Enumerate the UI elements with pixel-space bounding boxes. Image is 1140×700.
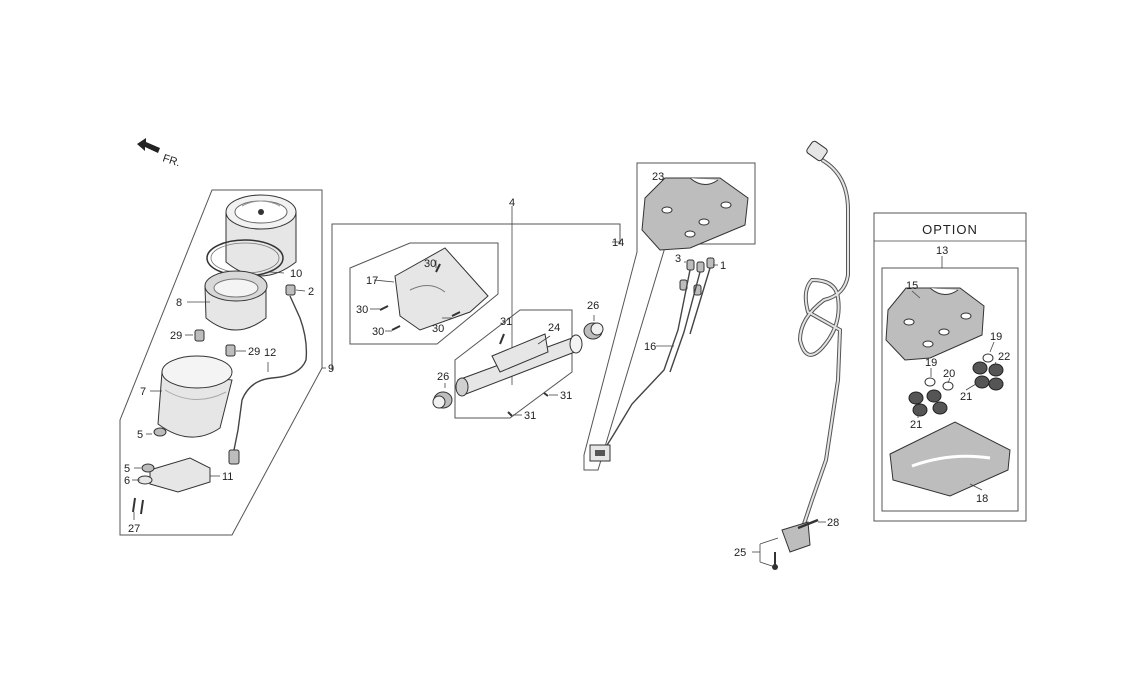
callout-29-right: 29 xyxy=(248,346,260,358)
bulb-socket xyxy=(285,284,296,296)
callout-30-right: 30 xyxy=(432,323,444,335)
callout-1: 1 xyxy=(720,260,726,272)
callout-14: 14 xyxy=(612,237,624,249)
callout-21-left: 21 xyxy=(910,419,922,431)
option-kit-frame xyxy=(881,267,1019,512)
option-top-cover xyxy=(885,287,985,361)
bracket-bottom-frame xyxy=(454,309,573,419)
option-title: OPTION xyxy=(922,222,978,237)
callout-8: 8 xyxy=(176,297,182,309)
callout-2: 2 xyxy=(308,286,314,298)
callout-28: 28 xyxy=(827,517,839,529)
callout-5-lower: 5 xyxy=(124,463,130,475)
option-bracket xyxy=(889,421,1011,497)
option-grommets xyxy=(908,353,1004,417)
callout-26-left: 26 xyxy=(437,371,449,383)
speedometer-cable xyxy=(797,140,850,531)
bolts-30 xyxy=(379,263,461,331)
callout-29-left: 29 xyxy=(170,330,182,342)
callout-9: 9 xyxy=(328,363,334,375)
speedometer-case xyxy=(204,270,268,331)
end-cap-right xyxy=(583,322,604,340)
end-cap-left xyxy=(432,391,453,409)
callout-31-bottom: 31 xyxy=(524,410,536,422)
front-direction-label: FR. xyxy=(161,152,182,169)
front-direction-arrow: FR. xyxy=(137,138,182,169)
callout-31-right: 31 xyxy=(560,390,572,402)
indicator-sockets xyxy=(679,257,715,296)
meter-stay-bracket xyxy=(149,457,211,493)
speedometer-group-frame xyxy=(119,189,323,536)
callout-17: 17 xyxy=(366,275,378,287)
callout-13: 13 xyxy=(936,245,948,257)
callout-26-right: 26 xyxy=(587,300,599,312)
callout-labels: 10 2 8 29 29 12 9 7 5 5 6 11 27 4 30 17 … xyxy=(124,171,1010,559)
meter-wire-harness xyxy=(233,295,308,451)
callout-30-left: 30 xyxy=(356,304,368,316)
callout-20: 20 xyxy=(943,368,955,380)
callout-6: 6 xyxy=(124,475,130,487)
callout-10: 10 xyxy=(290,268,302,280)
callout-18: 18 xyxy=(976,493,988,505)
callout-19-right: 19 xyxy=(990,331,1002,343)
callout-5-upper: 5 xyxy=(137,429,143,441)
grommet-left xyxy=(194,329,205,342)
callout-19-left: 19 xyxy=(925,357,937,369)
callout-27: 27 xyxy=(128,523,140,535)
cable-gearbox xyxy=(772,521,811,570)
harness-connector xyxy=(228,449,240,465)
indicator-wire-harness xyxy=(603,269,691,451)
bolt-28 xyxy=(797,518,819,530)
bracket-top-frame xyxy=(349,242,499,345)
callout-24: 24 xyxy=(548,322,560,334)
callout-4: 4 xyxy=(509,197,515,209)
callout-25: 25 xyxy=(734,547,746,559)
screws-27 xyxy=(132,497,144,515)
callout-21-right: 21 xyxy=(960,391,972,403)
callout-30-bottom: 30 xyxy=(372,326,384,338)
nut-lower xyxy=(141,463,155,473)
option-box xyxy=(873,212,1027,522)
top-cover xyxy=(641,177,749,251)
callout-12: 12 xyxy=(264,347,276,359)
speedometer-unit xyxy=(225,194,297,277)
grommet-right xyxy=(225,344,236,357)
callout-30-top: 30 xyxy=(424,258,436,270)
callout-31-top: 31 xyxy=(500,316,512,328)
washer xyxy=(137,475,153,485)
callout-7: 7 xyxy=(140,386,146,398)
callout-16: 16 xyxy=(644,341,656,353)
bolts-31 xyxy=(499,333,549,417)
callout-23: 23 xyxy=(652,171,664,183)
bracket-group-line xyxy=(331,223,621,370)
callout-15: 15 xyxy=(906,280,918,292)
handlebar-pipe xyxy=(455,333,583,397)
nut-upper xyxy=(153,427,167,437)
callout-11: 11 xyxy=(222,471,233,483)
callout-3: 3 xyxy=(675,253,681,265)
callout-22: 22 xyxy=(998,351,1010,363)
meter-cover xyxy=(157,355,233,438)
cover-group-frame xyxy=(583,162,756,471)
